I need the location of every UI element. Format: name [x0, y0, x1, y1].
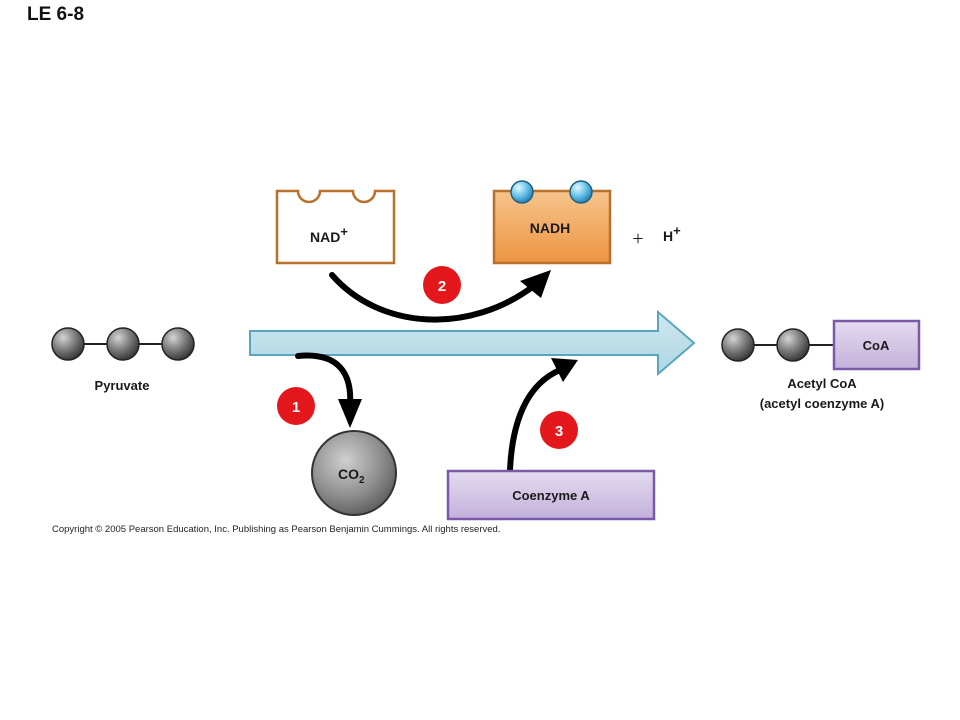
carbon-atom — [161, 327, 195, 361]
step-3-arrow — [507, 367, 563, 473]
acetyl-coa-label: Acetyl CoA — [787, 376, 857, 391]
coa-box — [832, 319, 921, 371]
step-2-arrowhead — [520, 270, 551, 298]
electron-ball — [510, 180, 534, 204]
step-2-arrow — [329, 272, 538, 323]
acetyl-coa-molecule — [721, 319, 921, 371]
proton-text: H — [663, 228, 673, 244]
nad-box — [275, 189, 396, 265]
carbon-atom — [776, 328, 810, 362]
step-3-arrowhead — [551, 358, 578, 382]
pyruvate-label: Pyruvate — [95, 378, 150, 393]
step-1-label: 1 — [292, 399, 300, 416]
coenzyme-a-box — [446, 469, 656, 521]
nad-label: NAD+ — [310, 224, 348, 245]
step-badge-3: 3 — [540, 411, 578, 449]
carbon-atom — [51, 327, 85, 361]
co2-text: CO — [338, 466, 359, 482]
proton-charge: + — [673, 223, 681, 238]
electron-ball — [569, 180, 593, 204]
main-reaction-arrow — [249, 309, 696, 377]
step-badge-1: 1 — [277, 387, 315, 425]
proton-label: H+ — [663, 223, 681, 244]
pyruvate-molecule — [51, 327, 195, 361]
step-2-label: 2 — [438, 278, 446, 295]
coa-label: CoA — [863, 338, 890, 353]
coenzyme-a-label: Coenzyme A — [512, 488, 590, 503]
nad-charge: + — [340, 224, 348, 239]
co2-molecule — [311, 430, 397, 516]
figure-title: LE 6-8 — [27, 4, 85, 25]
step-1-arrowhead — [338, 399, 362, 428]
nadh-label: NADH — [530, 220, 570, 236]
step-badge-2: 2 — [423, 266, 461, 304]
carbon-atom — [106, 327, 140, 361]
nadh-box — [492, 189, 612, 265]
carbon-atom — [721, 328, 755, 362]
step-1-arrow — [295, 352, 354, 408]
co2-label: CO2 — [338, 466, 365, 486]
nadh-molecule — [492, 180, 612, 265]
co2-subscript: 2 — [359, 475, 365, 486]
nad-text: NAD — [310, 229, 340, 245]
plus-sign: + — [632, 228, 643, 250]
step-3-label: 3 — [555, 423, 563, 440]
copyright-notice: Copyright © 2005 Pearson Education, Inc.… — [52, 524, 501, 535]
acetyl-coa-full-label: (acetyl coenzyme A) — [760, 396, 885, 411]
